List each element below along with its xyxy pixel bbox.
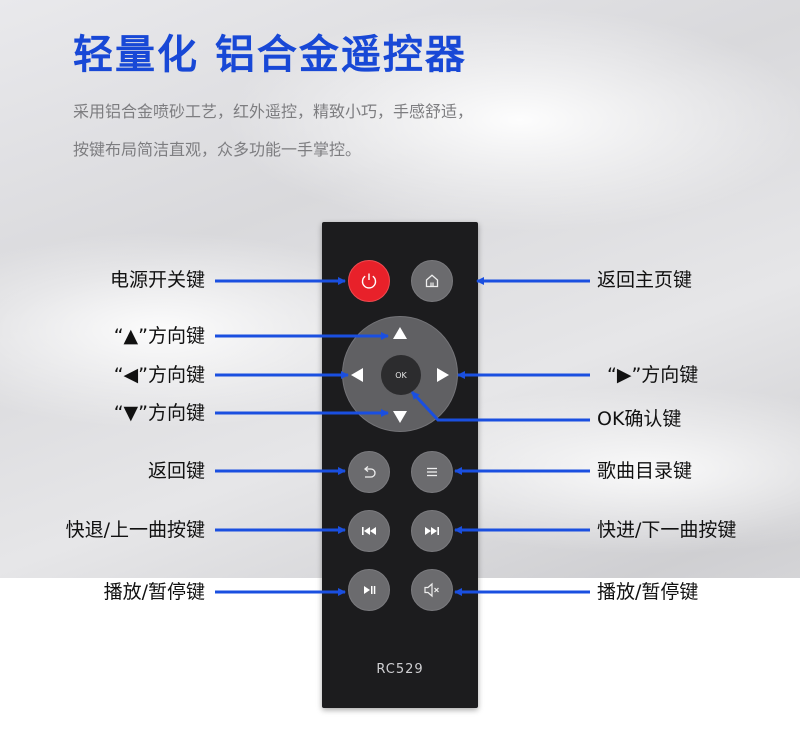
rewind-icon <box>362 527 376 535</box>
page-title: 轻量化 铝合金遥控器 <box>73 32 467 78</box>
rewind-button[interactable] <box>348 510 390 552</box>
label-rewind: 快退/上一曲按键 <box>65 519 205 541</box>
description-line-2: 按键布局简洁直观，众多功能一手掌控。 <box>73 140 362 159</box>
home-icon <box>425 274 439 288</box>
label-play-pause-right: 播放/暂停键 <box>597 581 699 603</box>
right-arrow-icon[interactable] <box>437 368 449 382</box>
label-forward: 快进/下一曲按键 <box>597 519 737 541</box>
label-right: “▶”方向键 <box>607 364 699 386</box>
label-home: 返回主页键 <box>597 269 693 291</box>
down-arrow-icon[interactable] <box>393 411 407 423</box>
ok-button[interactable]: OK <box>381 355 421 395</box>
mute-icon <box>424 582 439 598</box>
power-icon <box>361 273 377 289</box>
up-arrow-icon[interactable] <box>393 327 407 339</box>
power-button[interactable] <box>348 260 390 302</box>
label-down: “▼”方向键 <box>113 402 205 424</box>
label-back: 返回键 <box>147 460 205 482</box>
fast-forward-button[interactable] <box>411 510 453 552</box>
remote-control: OK <box>322 222 478 708</box>
play-pause-button[interactable] <box>348 569 390 611</box>
description-line-1: 采用铝合金喷砂工艺，红外遥控，精致小巧，手感舒适， <box>73 102 474 121</box>
label-menu: 歌曲目录键 <box>597 460 693 482</box>
label-ok: OK确认键 <box>597 408 682 430</box>
label-up: “▲”方向键 <box>113 325 205 347</box>
model-number: RC529 <box>376 662 424 677</box>
callout-ok <box>410 390 590 422</box>
label-left: “◀”方向键 <box>113 364 205 386</box>
label-play-pause-left: 播放/暂停键 <box>103 581 205 603</box>
left-arrow-icon[interactable] <box>351 368 363 382</box>
back-icon <box>363 466 376 478</box>
home-button[interactable] <box>411 260 453 302</box>
back-button[interactable] <box>348 451 390 493</box>
label-power: 电源开关键 <box>109 269 205 291</box>
direction-pad: OK <box>342 316 458 432</box>
mute-button[interactable] <box>411 569 453 611</box>
menu-button[interactable] <box>411 451 453 493</box>
play-pause-icon <box>364 586 376 594</box>
fast-forward-icon <box>425 527 439 535</box>
menu-icon <box>427 467 437 477</box>
